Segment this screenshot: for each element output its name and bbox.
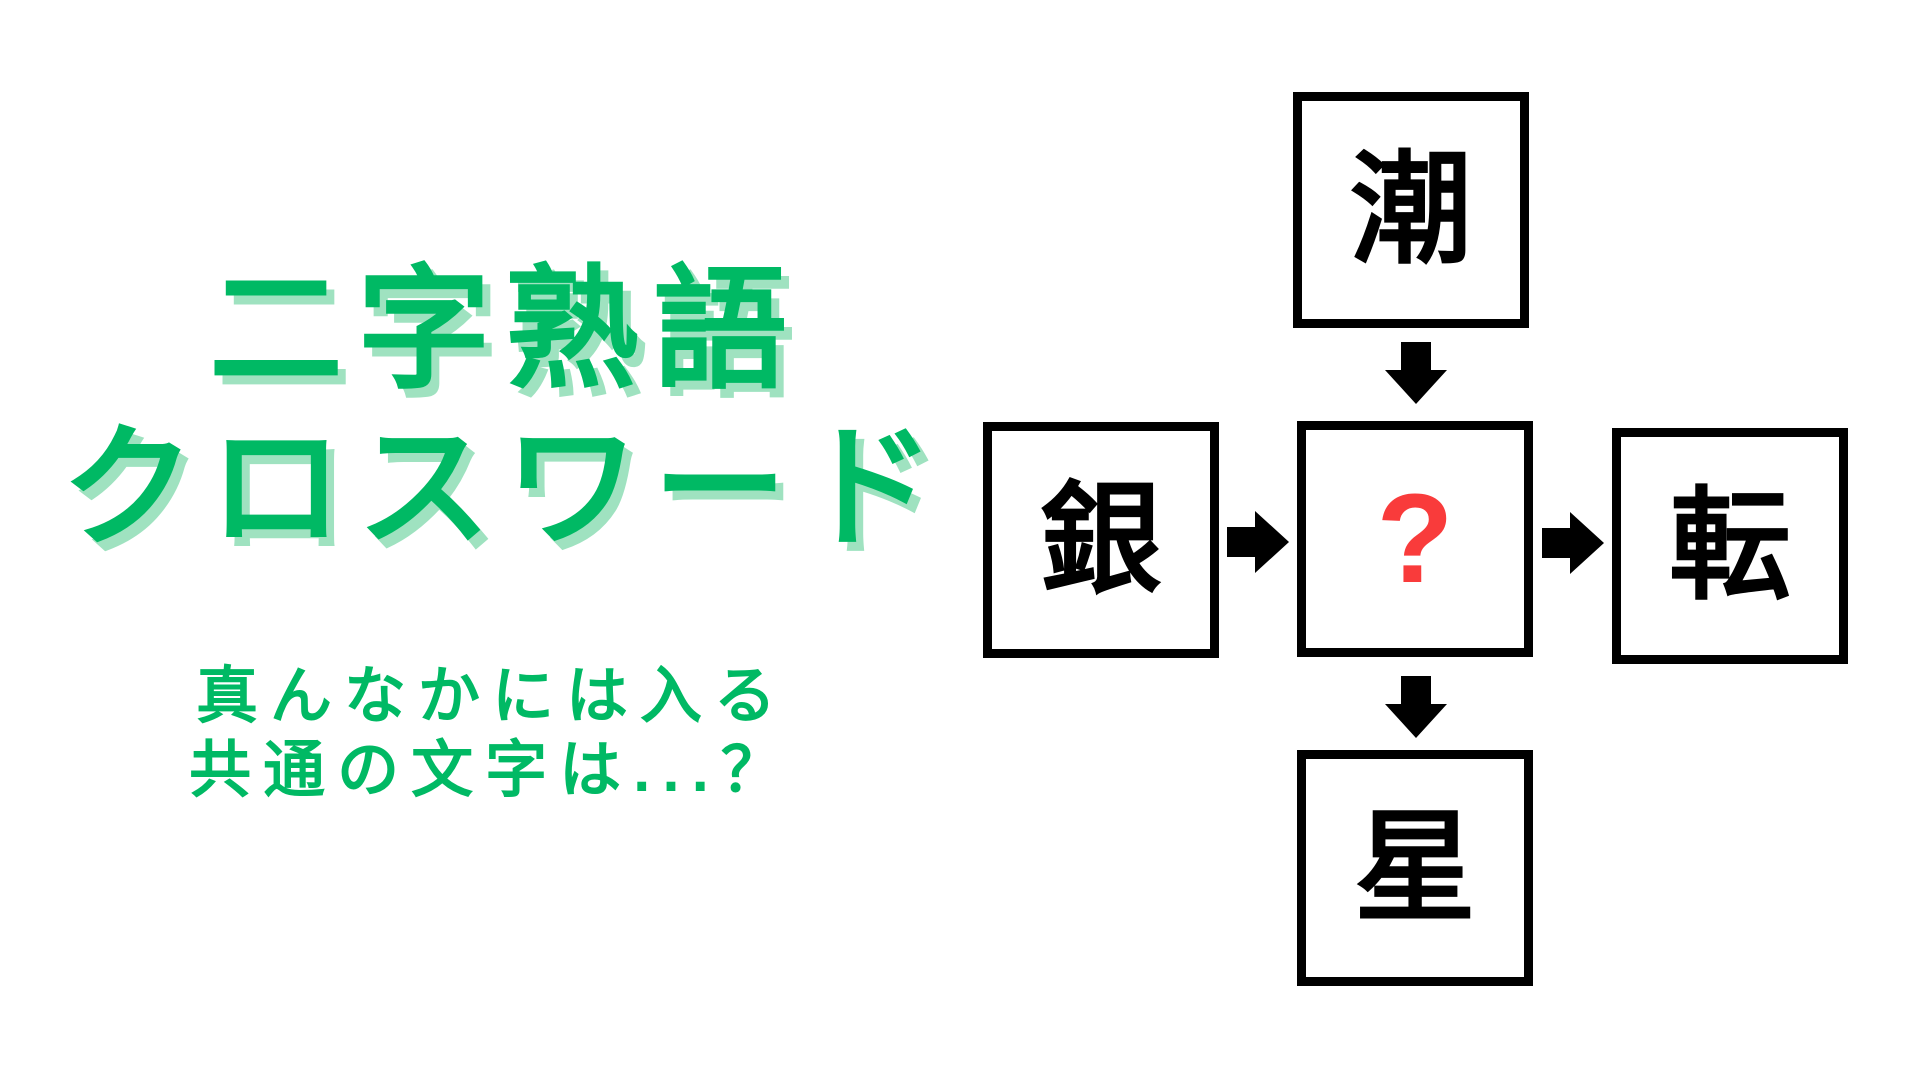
- title-line-1: 二字熟語: [208, 256, 801, 405]
- puzzle-question-text: 真んなかには入る 共通の文字は...？: [0, 660, 984, 808]
- arrow-right-icon: [1542, 512, 1604, 574]
- puzzle-cell-bottom: 星: [1297, 750, 1533, 986]
- kanji-top: 潮: [1350, 142, 1472, 278]
- kanji-bottom: 星: [1354, 800, 1476, 936]
- puzzle-cell-left: 銀: [983, 422, 1219, 658]
- arrow-down-icon: [1385, 342, 1447, 404]
- kanji-right: 転: [1669, 478, 1791, 614]
- puzzle-cell-center: ?: [1297, 421, 1533, 657]
- kanji-left: 銀: [1040, 472, 1162, 608]
- page-title: 二字熟語 クロスワード: [0, 252, 1010, 568]
- puzzle-cell-right: 転: [1612, 428, 1848, 664]
- puzzle-cell-top: 潮: [1293, 92, 1529, 328]
- arrow-down-icon: [1385, 676, 1447, 738]
- question-mark: ?: [1376, 468, 1454, 609]
- subtitle-line-1: 真んなかには入る: [195, 662, 788, 731]
- subtitle-line-2: 共通の文字は...？: [189, 736, 795, 805]
- title-line-2: クロスワード: [60, 414, 949, 563]
- arrow-right-icon: [1227, 511, 1289, 573]
